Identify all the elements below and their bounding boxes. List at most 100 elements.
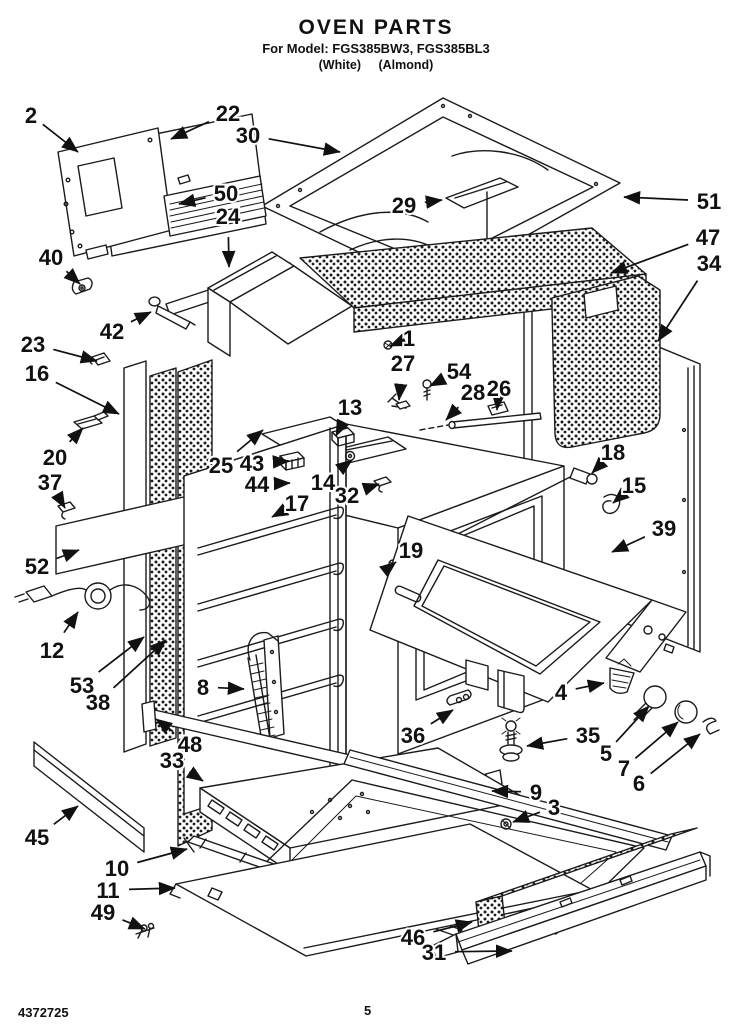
part-number-1: 1 bbox=[403, 326, 415, 351]
callout-18: 18 bbox=[591, 438, 627, 474]
color-almond-label: (Almond) bbox=[378, 58, 434, 73]
callout-44: 44 bbox=[243, 470, 291, 499]
callout-47: 47 bbox=[610, 223, 722, 274]
part-number-28: 28 bbox=[461, 380, 485, 405]
callout-13: 13 bbox=[335, 393, 364, 437]
callout-48: 48 bbox=[155, 718, 204, 759]
callout-36: 36 bbox=[399, 709, 454, 750]
callout-15: 15 bbox=[612, 471, 648, 504]
part-number-40: 40 bbox=[39, 245, 63, 270]
page-number: 5 bbox=[364, 1003, 372, 1018]
callout-8: 8 bbox=[195, 673, 245, 702]
model-line: For Model: FGS385BW3, FGS385BL3 bbox=[262, 41, 490, 57]
callout-7: 7 bbox=[616, 721, 679, 783]
callout-1: 1 bbox=[389, 324, 417, 353]
callout-14: 14 bbox=[309, 459, 353, 497]
base-panels-art bbox=[33, 700, 673, 957]
part-number-38: 38 bbox=[86, 690, 110, 715]
base-clip-foot-art bbox=[446, 689, 523, 762]
callout-38: 38 bbox=[84, 639, 167, 717]
part-number-46: 46 bbox=[401, 925, 425, 950]
callout-40: 40 bbox=[37, 243, 81, 285]
part-number-19: 19 bbox=[399, 538, 423, 563]
callout-53: 53 bbox=[68, 636, 145, 700]
part-number-5: 5 bbox=[600, 741, 612, 766]
callout-9: 9 bbox=[491, 778, 544, 807]
callout-35: 35 bbox=[526, 721, 602, 750]
callout-51: 51 bbox=[623, 187, 723, 216]
callout-31: 31 bbox=[420, 938, 513, 967]
part-number-22: 22 bbox=[216, 101, 240, 126]
callout-33: 33 bbox=[158, 746, 204, 782]
callout-4: 4 bbox=[553, 678, 605, 707]
part-number-13: 13 bbox=[338, 395, 362, 420]
part-number-18: 18 bbox=[601, 440, 625, 465]
callout-39: 39 bbox=[611, 514, 678, 553]
vent-duct-art bbox=[165, 251, 353, 357]
part-number-39: 39 bbox=[652, 516, 676, 541]
callout-16: 16 bbox=[23, 359, 120, 415]
part-number-9: 9 bbox=[530, 780, 542, 805]
callout-11: 11 bbox=[94, 876, 176, 905]
callout-3: 3 bbox=[512, 793, 562, 823]
part-number-42: 42 bbox=[100, 319, 124, 344]
part-number-49: 49 bbox=[91, 900, 115, 925]
part-number-2: 2 bbox=[25, 103, 37, 128]
callout-27: 27 bbox=[389, 349, 417, 401]
part-number-35: 35 bbox=[576, 723, 600, 748]
callout-22: 22 bbox=[170, 99, 242, 140]
part-number-33: 33 bbox=[160, 748, 184, 773]
callout-37: 37 bbox=[36, 468, 66, 509]
callout-2: 2 bbox=[23, 101, 79, 153]
callout-6: 6 bbox=[631, 733, 701, 798]
part-number-27: 27 bbox=[391, 351, 415, 376]
part-number-53: 53 bbox=[70, 673, 94, 698]
oven-light-art bbox=[609, 658, 720, 735]
callout-30: 30 bbox=[234, 121, 341, 156]
part-number-43: 43 bbox=[240, 451, 264, 476]
part-number-12: 12 bbox=[40, 638, 64, 663]
callout-23: 23 bbox=[19, 330, 98, 364]
colors-line: (White) (Almond) bbox=[0, 58, 752, 72]
part-number-3: 3 bbox=[548, 795, 560, 820]
part-number-36: 36 bbox=[401, 723, 425, 748]
part-number-51: 51 bbox=[697, 189, 721, 214]
part-number-8: 8 bbox=[197, 675, 209, 700]
side-trim-panels-art bbox=[57, 113, 267, 260]
part-number-11: 11 bbox=[96, 878, 119, 903]
part-number-7: 7 bbox=[618, 756, 630, 781]
sensor-art bbox=[445, 467, 621, 541]
callout-42: 42 bbox=[98, 311, 152, 346]
part-number-44: 44 bbox=[245, 472, 270, 497]
part-number-14: 14 bbox=[311, 470, 336, 495]
part-number-16: 16 bbox=[25, 361, 49, 386]
part-number-4: 4 bbox=[555, 680, 568, 705]
document-number: 4372725 bbox=[18, 1005, 69, 1020]
callout-5: 5 bbox=[598, 705, 650, 768]
part-number-15: 15 bbox=[622, 473, 646, 498]
color-white-label: (White) bbox=[318, 58, 361, 73]
callout-50: 50 bbox=[178, 179, 240, 208]
callout-24: 24 bbox=[214, 202, 243, 268]
page-title: OVEN PARTS bbox=[298, 16, 454, 39]
part-number-26: 26 bbox=[487, 376, 511, 401]
part-number-52: 52 bbox=[25, 554, 49, 579]
part-number-10: 10 bbox=[105, 856, 129, 881]
part-number-23: 23 bbox=[21, 332, 45, 357]
bottom-pan-art bbox=[369, 515, 687, 714]
callout-49: 49 bbox=[89, 898, 146, 930]
door-spring-art bbox=[247, 631, 285, 743]
small-clips-art bbox=[71, 277, 196, 366]
callout-45: 45 bbox=[23, 805, 79, 852]
part-number-48: 48 bbox=[178, 732, 202, 757]
callout-26: 26 bbox=[485, 374, 513, 411]
callout-46: 46 bbox=[399, 919, 473, 952]
part-number-6: 6 bbox=[633, 771, 645, 796]
callout-29: 29 bbox=[390, 191, 443, 220]
part-number-30: 30 bbox=[236, 123, 260, 148]
part-number-54: 54 bbox=[447, 359, 472, 384]
callout-54: 54 bbox=[429, 357, 474, 387]
callout-43: 43 bbox=[238, 449, 290, 478]
